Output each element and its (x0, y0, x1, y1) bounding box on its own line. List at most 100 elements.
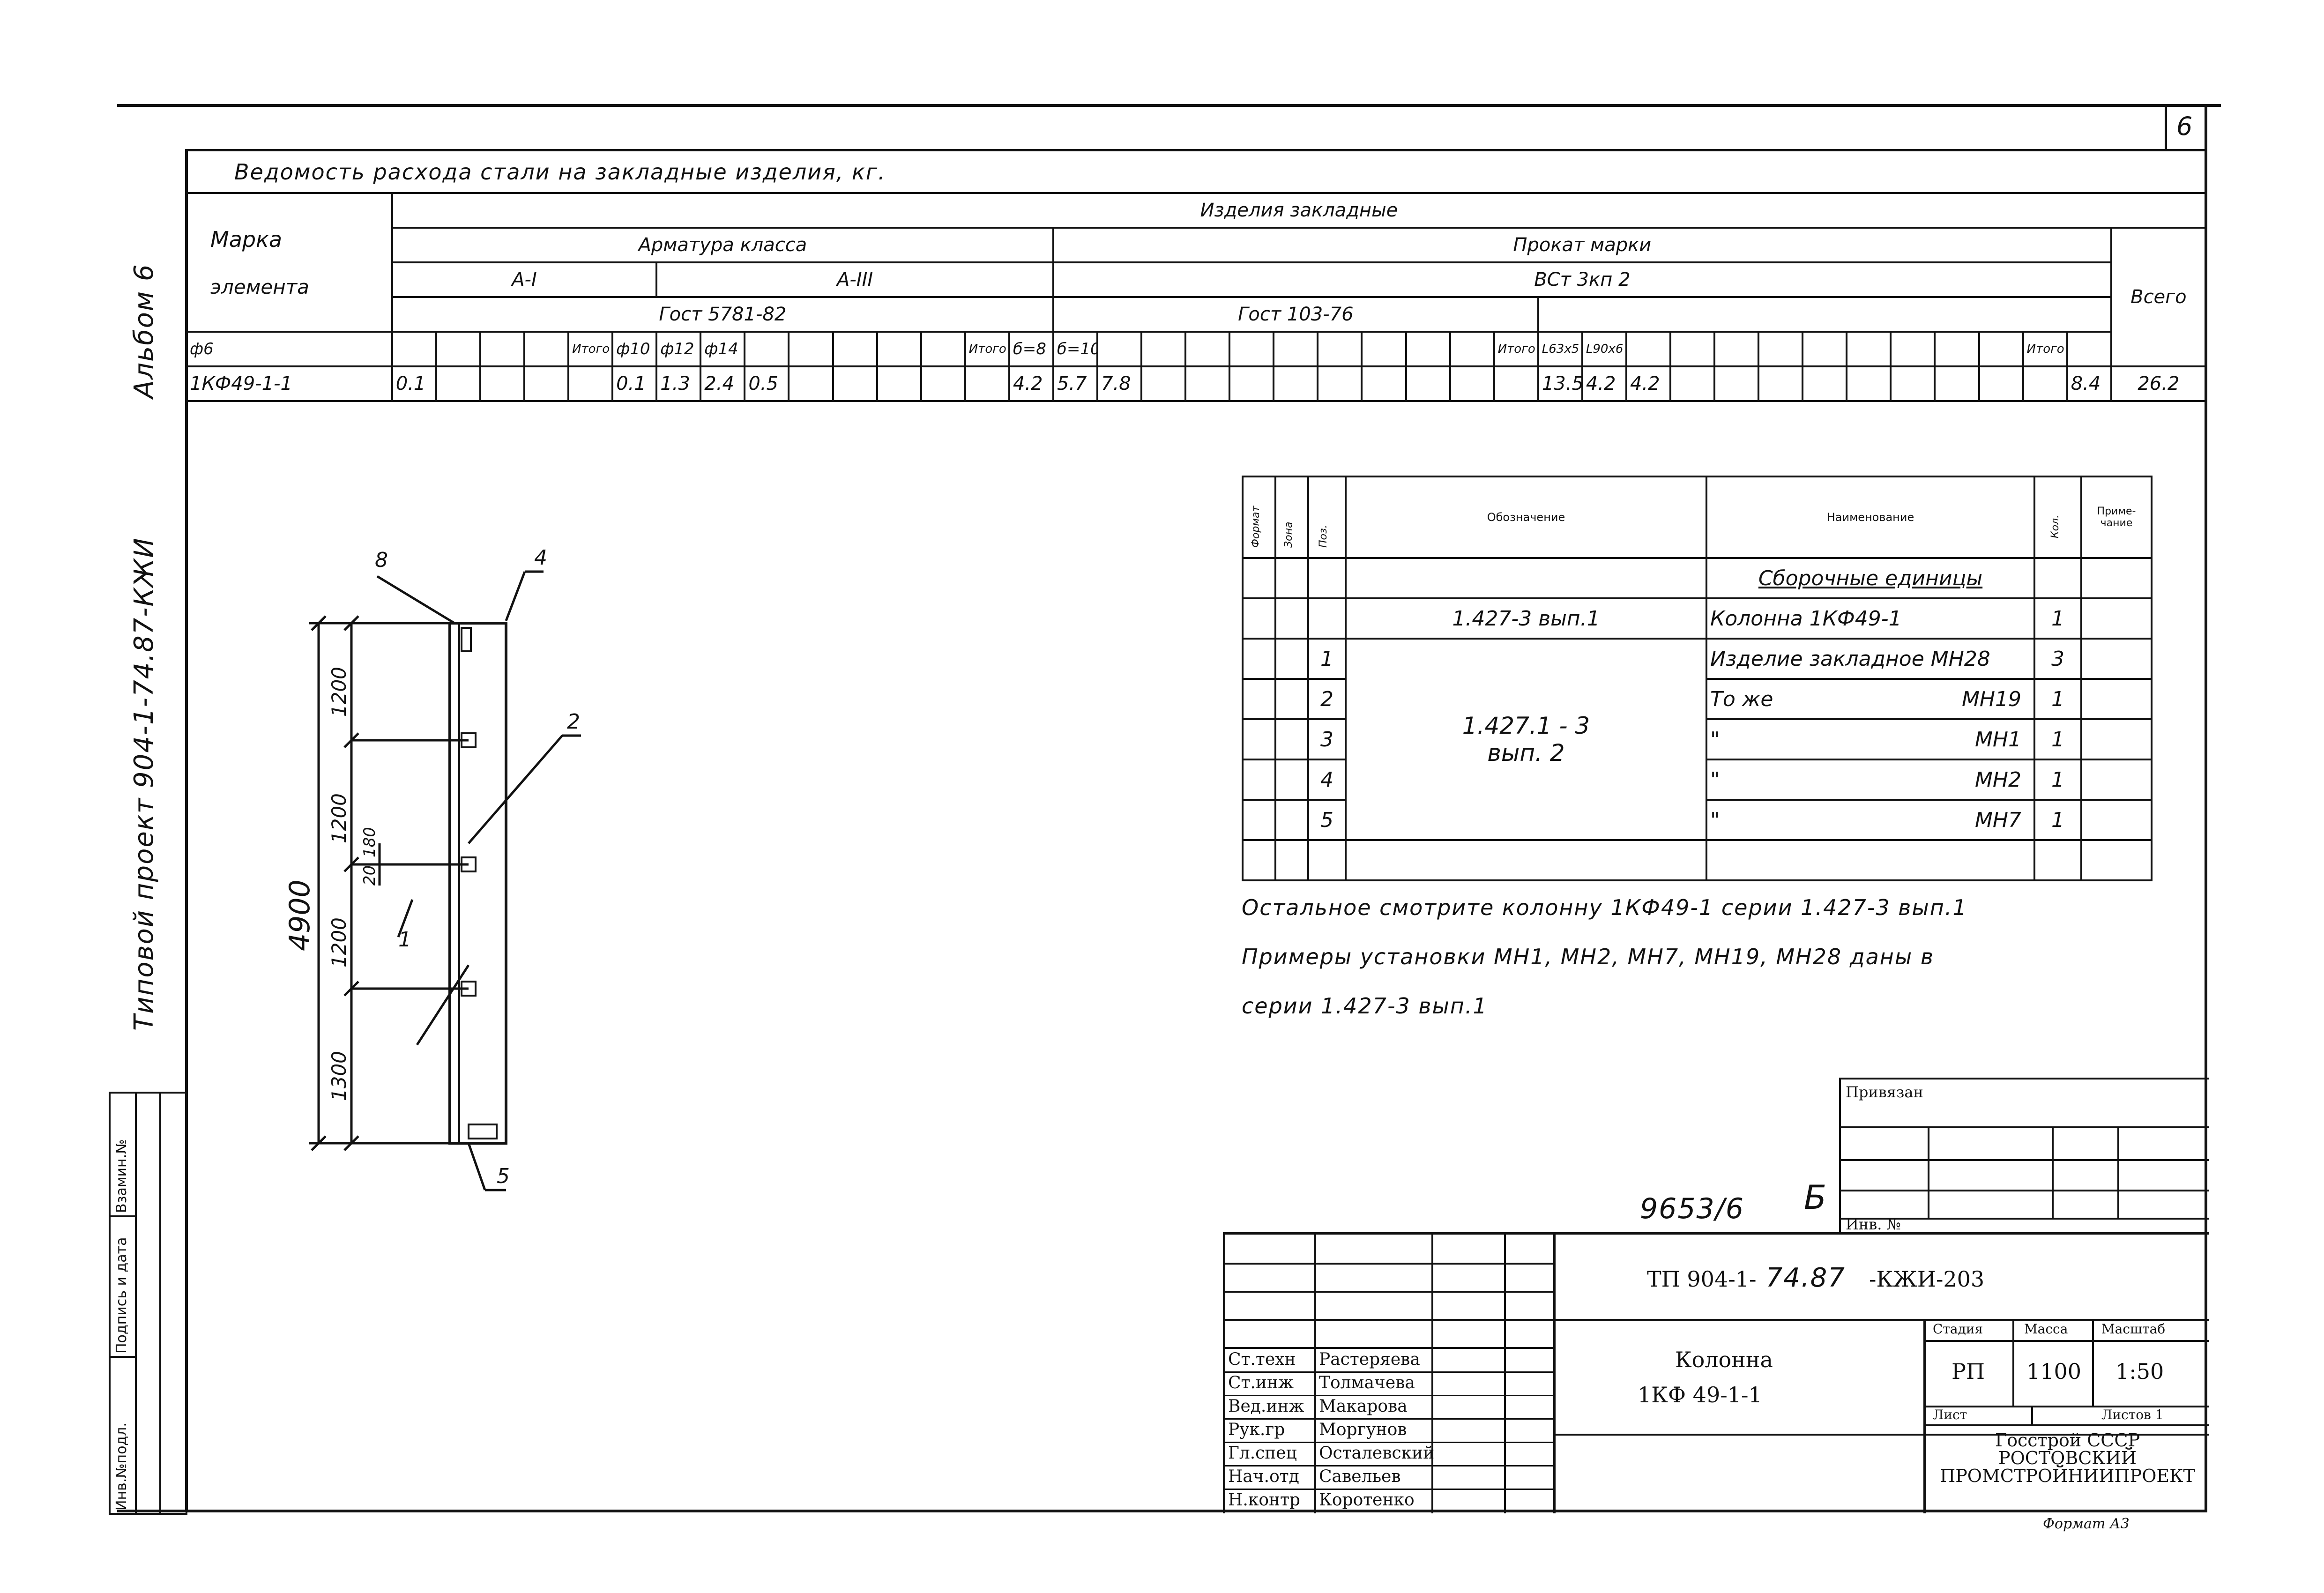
spec-name: "МН2 (1706, 759, 2035, 801)
sheet-label: Лист (1933, 1407, 1967, 1422)
group-header-cell: Изделия закладные (391, 192, 2207, 229)
value-cell (479, 365, 525, 402)
value-cell: 5.7 (1052, 365, 1099, 402)
sub-header-cell (1405, 331, 1451, 367)
spec-qty: 1 (2034, 759, 2082, 801)
value-cell (1361, 365, 1407, 402)
value-cell (1140, 365, 1187, 402)
rolled-header-cell: Прокат марки (1052, 227, 2112, 263)
note-line-3: серии 1.427-3 вып.1 (1242, 993, 1488, 1019)
archive-suffix: Б (1804, 1178, 1828, 1217)
sub-header-cell: б=10 (1052, 331, 1099, 367)
sub-header-cell: ф6 (185, 331, 393, 367)
value-cell (1669, 365, 1716, 402)
spec-qty: 1 (2034, 799, 2082, 841)
top-border-line (117, 104, 2221, 107)
staff-name: Моргунов (1319, 1420, 1407, 1439)
section-header: Сборочные единицы (1706, 557, 2035, 599)
spec-pos: 4 (1307, 759, 1347, 801)
callout-8: 8 (375, 548, 388, 572)
sub-header-cell (1802, 331, 1848, 367)
value-cell: 7.8 (1096, 365, 1143, 402)
sub-header-cell (1669, 331, 1716, 367)
sub-header-cell (1184, 331, 1231, 367)
sheets-label: Листов 1 (2101, 1407, 2164, 1422)
dim-seg-2: 1200 (328, 793, 350, 843)
value-cell (1890, 365, 1936, 402)
value-cell (876, 365, 922, 402)
format-header: Формат (1242, 476, 1276, 559)
value-cell: 4.2 (1581, 365, 1627, 402)
spec-name: Изделие закладное МН28 (1706, 638, 2035, 680)
value-cell: 2.4 (700, 365, 746, 402)
object-mark: 1КФ 49-1-1 (1638, 1382, 1762, 1407)
designation-header: Обозначение (1345, 476, 1707, 559)
archive-number: 9653/6 (1640, 1192, 1745, 1225)
frame-left-line (185, 149, 188, 1512)
sub-header-cell (1229, 331, 1275, 367)
value-cell (523, 365, 570, 402)
callout-4: 4 (534, 546, 547, 570)
organization: Госстрой СССР РОСТОВСКИЙ ПРОМСТРОЙНИИПРО… (1940, 1430, 2195, 1486)
value-cell (1184, 365, 1231, 402)
sub-header-cell (1140, 331, 1187, 367)
value-cell (788, 365, 834, 402)
spec-designation: 1.427-3 вып.1 (1345, 597, 1707, 640)
sub-header-cell (1934, 331, 1980, 367)
value-cell (832, 365, 878, 402)
rolled-grade-cell: ВСт 3кп 2 (1052, 261, 2112, 298)
spec-pos: 3 (1307, 718, 1347, 760)
spec-name: "МН1 (1706, 718, 2035, 760)
stamp-field-replace: Взамин.№ (113, 1139, 130, 1213)
frame-bottom-line (117, 1510, 2207, 1512)
spec-table: Формат Зона Поз. Обозначение Наименовани… (1242, 476, 2153, 881)
steel-table-title: Ведомость расхода стали на закладные изд… (234, 159, 886, 185)
value-cell (1449, 365, 1495, 402)
spec-name: Колонна 1КФ49-1 (1706, 597, 2035, 640)
callout-1: 1 (398, 928, 411, 952)
callout-5: 5 (497, 1164, 510, 1188)
value-cell (567, 365, 614, 402)
sheet-number-box (2165, 104, 2207, 149)
sub-header-cell (920, 331, 966, 367)
note-line-2: Примеры установки МН1, МН2, МН7, МН19, М… (1242, 944, 1934, 969)
value-cell: 1.3 (655, 365, 702, 402)
scale-label: Масштаб (2101, 1321, 2166, 1337)
value-cell (1229, 365, 1275, 402)
name-header: Наименование (1706, 476, 2035, 559)
blank-rolled-cell (1537, 296, 2112, 333)
stage-value: РП (1952, 1359, 1985, 1384)
staff-role: Гл.спец (1228, 1444, 1297, 1463)
staff-name: Савельев (1319, 1467, 1401, 1486)
sub-header-cell (1273, 331, 1319, 367)
value-cell (1493, 365, 1539, 402)
value-cell (1405, 365, 1451, 402)
value-cell: 13.5 (1537, 365, 1583, 402)
staff-role: Рук.гр (1228, 1420, 1285, 1439)
sub-header-cell: ф12 (655, 331, 702, 367)
column-drawing: 8 4 2 1 5 4900 1200 1200 1200 1300 20 18… (283, 546, 581, 1191)
gost-rebar-cell: Гост 5781-82 (391, 296, 1054, 333)
sub-header-cell: б=8 (1008, 331, 1054, 367)
scale-value: 1:50 (2115, 1359, 2164, 1384)
sub-header-cell (1713, 331, 1760, 367)
spec-pos: 2 (1307, 678, 1347, 720)
sub-header-cell (788, 331, 834, 367)
sub-header-cell (1978, 331, 2024, 367)
value-cell: 0.1 (611, 365, 658, 402)
spec-pos: 5 (1307, 799, 1347, 841)
format-label: Формат А3 (2043, 1516, 2130, 1532)
sub-header-cell: Итого (964, 331, 1010, 367)
staff-role: Ст.техн (1228, 1350, 1296, 1369)
spec-qty: 1 (2034, 678, 2082, 720)
sub-header-cell: Итого (567, 331, 614, 367)
doc-code: ТП 904-1-74.87-КЖИ-203 (1647, 1263, 1985, 1293)
sub-header-cell: L90х6 (1581, 331, 1627, 367)
